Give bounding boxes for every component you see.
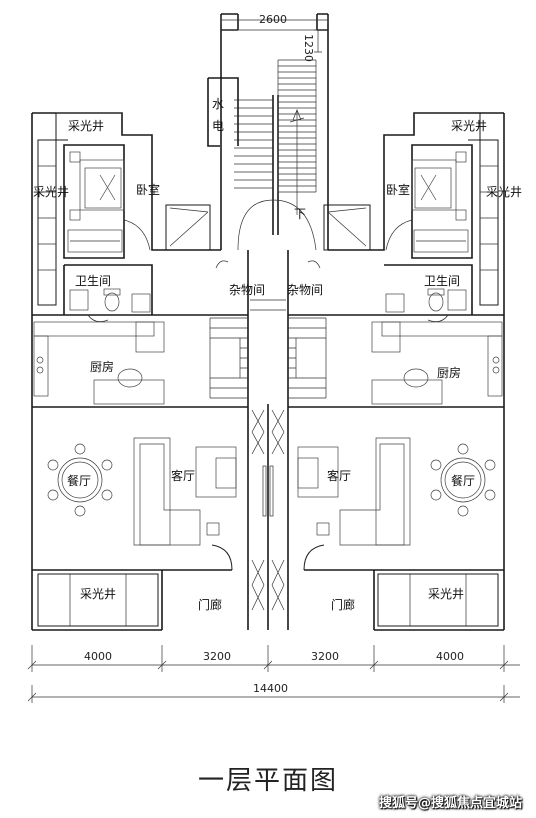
label-dining-l: 餐厅	[67, 473, 91, 488]
label-lightwell-br: 采光井	[428, 587, 464, 601]
dim-total: 14400	[253, 682, 288, 695]
label-bath-r: 卫生间	[424, 274, 460, 288]
label-lightwell-tr: 采光井	[451, 119, 487, 133]
center-partition	[251, 409, 285, 611]
central-stairs	[209, 260, 327, 399]
bath-right	[384, 264, 473, 322]
label-kitchen-l: 厨房	[90, 359, 114, 374]
living-left	[133, 437, 237, 571]
bath-left	[63, 264, 153, 322]
label-lightwell-mr: 采光井	[486, 185, 522, 199]
dim-top-width: 2600	[259, 13, 287, 26]
dimension-lines: 4000 3200 3200 4000 14400	[27, 645, 520, 703]
stair-annex: 2600 1230 水 电 下	[207, 13, 329, 251]
kitchen-left	[33, 321, 165, 405]
stair-down-label: 下	[294, 207, 306, 221]
label-kitchen-r: 厨房	[437, 365, 461, 380]
dim-seg-2: 3200	[203, 650, 231, 663]
utility-power-label: 电	[212, 119, 224, 133]
label-lightwell-bl: 采光井	[80, 587, 116, 601]
living-right	[297, 437, 411, 571]
label-lightwell-tl: 采光井	[68, 119, 104, 133]
label-bath-l: 卫生间	[75, 274, 111, 288]
watermark: 搜狐号@搜狐焦点宜城站	[378, 796, 522, 811]
label-porch-l: 门廊	[198, 597, 222, 612]
outer-walls	[31, 112, 505, 631]
utility-water-label: 水	[212, 97, 224, 111]
room-labels: 采光井 采光井 采光井 采光井 卧室 卧室 卫生间 卫生间 杂物间 杂物间 厨房…	[33, 119, 522, 612]
kitchen-right	[371, 321, 503, 405]
label-living-r: 客厅	[327, 468, 351, 483]
label-storage-r: 杂物间	[287, 283, 323, 297]
dim-seg-3: 3200	[311, 650, 339, 663]
label-bedroom-l: 卧室	[136, 182, 160, 197]
label-porch-r: 门廊	[331, 597, 355, 612]
label-bedroom-r: 卧室	[386, 182, 410, 197]
closets	[165, 204, 371, 251]
dim-top-depth: 1230	[302, 34, 315, 62]
bedroom-left	[63, 144, 151, 259]
lightwell-left-strip	[37, 112, 122, 306]
label-dining-r: 餐厅	[451, 473, 475, 488]
label-living-l: 客厅	[171, 468, 195, 483]
plan-title: 一层平面图	[197, 766, 338, 796]
dining-table-left	[47, 443, 113, 517]
bedroom-right	[385, 144, 473, 259]
label-lightwell-ml: 采光井	[33, 185, 69, 199]
lightwell-right-strip	[468, 113, 499, 306]
dim-seg-4: 4000	[436, 650, 464, 663]
dim-seg-1: 4000	[84, 650, 112, 663]
label-storage-l: 杂物间	[229, 283, 265, 297]
lightwell-bottom	[37, 573, 499, 627]
dining-table-right	[430, 443, 496, 517]
